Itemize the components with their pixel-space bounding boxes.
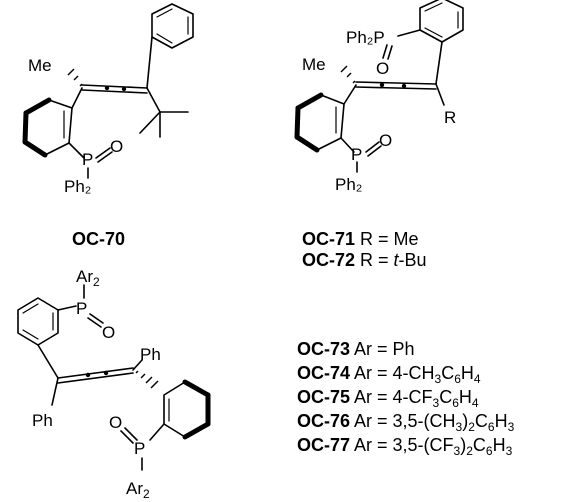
caption-list: OC-73 Ar = Ph OC-74 Ar = 4-CH3C6H4 OC-75… — [297, 339, 515, 458]
caption-oc-72: OC-72 R = t-Bu — [302, 250, 427, 270]
r-label: R — [444, 108, 456, 127]
p-label-2: P — [134, 439, 145, 458]
ph-label-2: Ph — [140, 345, 161, 364]
o-label-2: O — [379, 131, 392, 150]
o-label: O — [102, 323, 115, 342]
ar2-label-2: Ar2 — [126, 479, 150, 501]
ph2p-label: Ph₂P — [346, 28, 385, 47]
ar2-label: Ar2 — [76, 267, 100, 289]
caption-oc-77: OC-77 Ar = 3,5-(CF3)2C6H3 — [297, 435, 513, 458]
p-label: P — [351, 145, 362, 164]
p-label: P — [82, 150, 93, 169]
caption-oc-71: OC-71 R = Me — [302, 229, 419, 249]
caption-oc-76: OC-76 Ar = 3,5-(CH3)2C6H3 — [297, 411, 515, 434]
ph2-label: Ph₂ — [64, 177, 91, 196]
me-label: Me — [302, 55, 326, 74]
structure-oc-70: Me P O Ph₂ OC-70 — [22, 3, 194, 249]
ph-label: Ph — [32, 411, 53, 430]
caption-oc-74: OC-74 Ar = 4-CH3C6H4 — [297, 363, 481, 386]
o-label-2: O — [109, 413, 122, 432]
p-label: P — [76, 299, 87, 318]
o-label: O — [376, 59, 389, 78]
compound-id-oc-70: OC-70 — [72, 229, 125, 249]
caption-oc-75: OC-75 Ar = 4-CF3C6H4 — [297, 387, 479, 410]
o-label: O — [110, 137, 123, 156]
structure-oc-71-72: Ph₂P O R Me P O — [294, 0, 464, 270]
caption-oc-73: OC-73 Ar = Ph — [297, 339, 415, 359]
me-label: Me — [28, 56, 52, 75]
structure-oc-73-77: P Ar2 O Ph Ph P O Ar2 — [17, 267, 211, 501]
ph2-label: Ph₂ — [335, 175, 362, 194]
